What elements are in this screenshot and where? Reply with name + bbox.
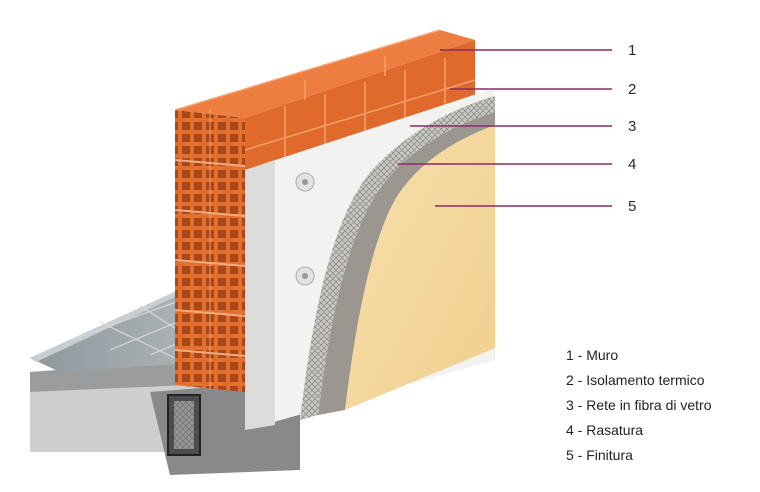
callout-number-5: 5: [628, 198, 636, 215]
legend-item-isolamento-termico: 2 - Isolamento termico: [566, 372, 705, 388]
legend: 1 - Muro 2 - Isolamento termico 3 - Rete…: [566, 343, 756, 468]
finish-coat: [345, 125, 495, 410]
fiberglass-mesh: [300, 96, 495, 420]
callout-number-4: 4: [628, 156, 636, 173]
legend-item-rete-fibra-vetro: 3 - Rete in fibra di vetro: [566, 397, 712, 413]
skim-coat: [318, 112, 495, 415]
brick-wall: [174, 29, 476, 392]
callout-number-2: 2: [628, 81, 636, 98]
legend-item-rasatura: 4 - Rasatura: [566, 422, 644, 438]
callout-lines: [398, 49, 612, 207]
callout-number-3: 3: [628, 118, 636, 135]
anchor-plug-top: [295, 172, 315, 192]
callout-number-1: 1: [628, 42, 636, 59]
callout-numbers: 1 2 3 4 5: [628, 42, 636, 215]
anchor-plug-bottom: [295, 266, 315, 286]
legend-item-muro: 1 - Muro: [566, 347, 619, 363]
legend-item-finitura: 5 - Finitura: [566, 447, 633, 463]
